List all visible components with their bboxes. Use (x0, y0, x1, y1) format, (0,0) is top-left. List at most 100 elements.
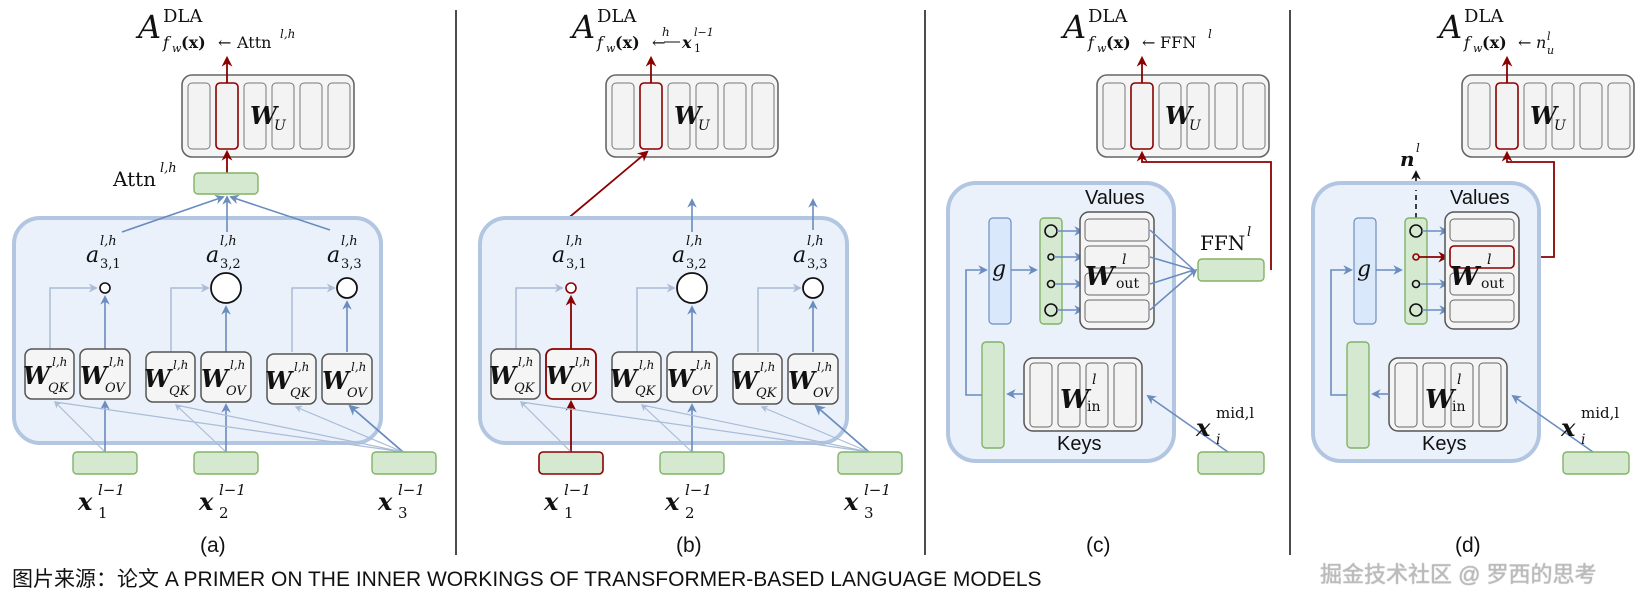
math-label: Attn (112, 167, 156, 191)
math-label: out (1481, 276, 1504, 292)
math-label: h (662, 25, 670, 39)
unembedding-matrix-d: W U (1461, 74, 1635, 158)
math-label: QK (514, 381, 536, 396)
math-label: 1 (564, 504, 574, 522)
keys-label: Keys (1057, 433, 1101, 455)
math-label: OV (105, 381, 126, 396)
math-label: l (1247, 225, 1251, 240)
attention-score-circle-highlighted (565, 282, 577, 294)
panel-b: A DLA f w (x) ← h x l−1 1 W U a l,h (478, 6, 903, 557)
w-out-matrix-d: W l out (1444, 211, 1520, 330)
input-label-1: x l−1 1 (77, 481, 125, 522)
math-label: A (569, 8, 595, 46)
math-label: W (1425, 385, 1457, 415)
math-label: QK (48, 381, 70, 396)
panel-d-title: A DLA f w (x) ← n l u (1436, 6, 1554, 57)
math-label: W (489, 361, 518, 390)
math-label: l−1 (564, 481, 591, 499)
math-label: l (1487, 252, 1491, 268)
math-label: U (274, 118, 287, 134)
math-label: f (162, 33, 172, 52)
math-label: in (1087, 399, 1101, 415)
math-label: l,h (100, 234, 117, 249)
math-label: FFN (1200, 231, 1245, 255)
math-label: l,h (294, 360, 309, 374)
math-label: DLA (163, 6, 203, 27)
math-label: U (698, 118, 711, 134)
math-label: l,h (341, 234, 358, 249)
math-label: n (1536, 33, 1546, 52)
math-label: a (552, 243, 565, 268)
math-label: A (1060, 8, 1086, 46)
math-label: A (1436, 8, 1462, 46)
math-label: n (1400, 147, 1415, 171)
math-label: 3,3 (807, 257, 828, 272)
math-label: OV (226, 384, 247, 399)
math-label: l,h (280, 27, 295, 41)
math-label: (x) (1106, 33, 1131, 52)
math-label: W (265, 366, 294, 395)
math-label: ← (1142, 33, 1155, 52)
math-label: a (672, 243, 685, 268)
math-label: 3,2 (686, 257, 707, 272)
math-label: FFN (1160, 33, 1196, 52)
math-label: Attn (236, 33, 271, 52)
math-label: l,h (696, 358, 711, 372)
math-label: ← (218, 33, 231, 52)
math-label: l−1 (98, 481, 125, 499)
math-label: 1 (694, 42, 701, 55)
math-label: l,h (760, 360, 775, 374)
math-label: x (377, 487, 393, 516)
math-label: x (77, 487, 93, 516)
math-label: l,h (575, 355, 590, 369)
math-label: OV (571, 381, 592, 396)
mid-input-vector (1197, 451, 1265, 475)
math-label: QK (635, 384, 657, 399)
math-label: l,h (639, 358, 654, 372)
math-label: l,h (52, 355, 67, 369)
w-out-matrix: W l out (1079, 211, 1155, 330)
math-label: DLA (1088, 6, 1128, 27)
math-label: W (80, 361, 109, 390)
attention-weight-1: a l,h 3,1 (86, 234, 121, 272)
math-label: 1 (98, 504, 108, 522)
math-label: l,h (173, 358, 188, 372)
math-label: l−1 (694, 26, 714, 39)
math-label: DLA (597, 6, 637, 27)
neuron-activations (1039, 217, 1063, 325)
math-label: U (1554, 118, 1567, 134)
weight-matrices-a (24, 348, 373, 405)
math-label: W (674, 101, 703, 130)
math-label: x (681, 33, 692, 52)
math-label: l,h (351, 360, 366, 374)
panel-b-title: A DLA f w (x) ← h x l−1 1 (569, 6, 714, 55)
math-label: W (250, 101, 279, 130)
math-label: W (546, 361, 575, 390)
math-label: x (1195, 413, 1211, 442)
math-label: x (543, 487, 559, 516)
input-label-b-1: x l−1 1 (543, 481, 591, 522)
values-label: Values (1085, 187, 1145, 209)
attention-score-circle-small (99, 282, 111, 294)
math-label: l (1416, 141, 1420, 155)
math-label: 3,2 (220, 257, 241, 272)
math-label: w (172, 42, 182, 55)
math-label: l,h (518, 355, 533, 369)
math-label: a (86, 243, 99, 268)
ffn-output-vector (1197, 258, 1265, 282)
figure-caption: 图片来源：论文 A PRIMER ON THE INNER WORKINGS O… (12, 568, 1042, 591)
math-label: l,h (230, 358, 245, 372)
mid-input-label-d: x mid,l i (1560, 404, 1619, 448)
attention-weight-3: a l,h 3,3 (327, 234, 362, 272)
math-label: l (1208, 27, 1212, 41)
math-label: f (1087, 33, 1097, 52)
key-activations (981, 341, 1005, 449)
math-label: g (992, 257, 1006, 282)
math-label: x (1560, 413, 1576, 442)
math-label: Values (1450, 187, 1510, 209)
math-label: W (322, 366, 351, 395)
